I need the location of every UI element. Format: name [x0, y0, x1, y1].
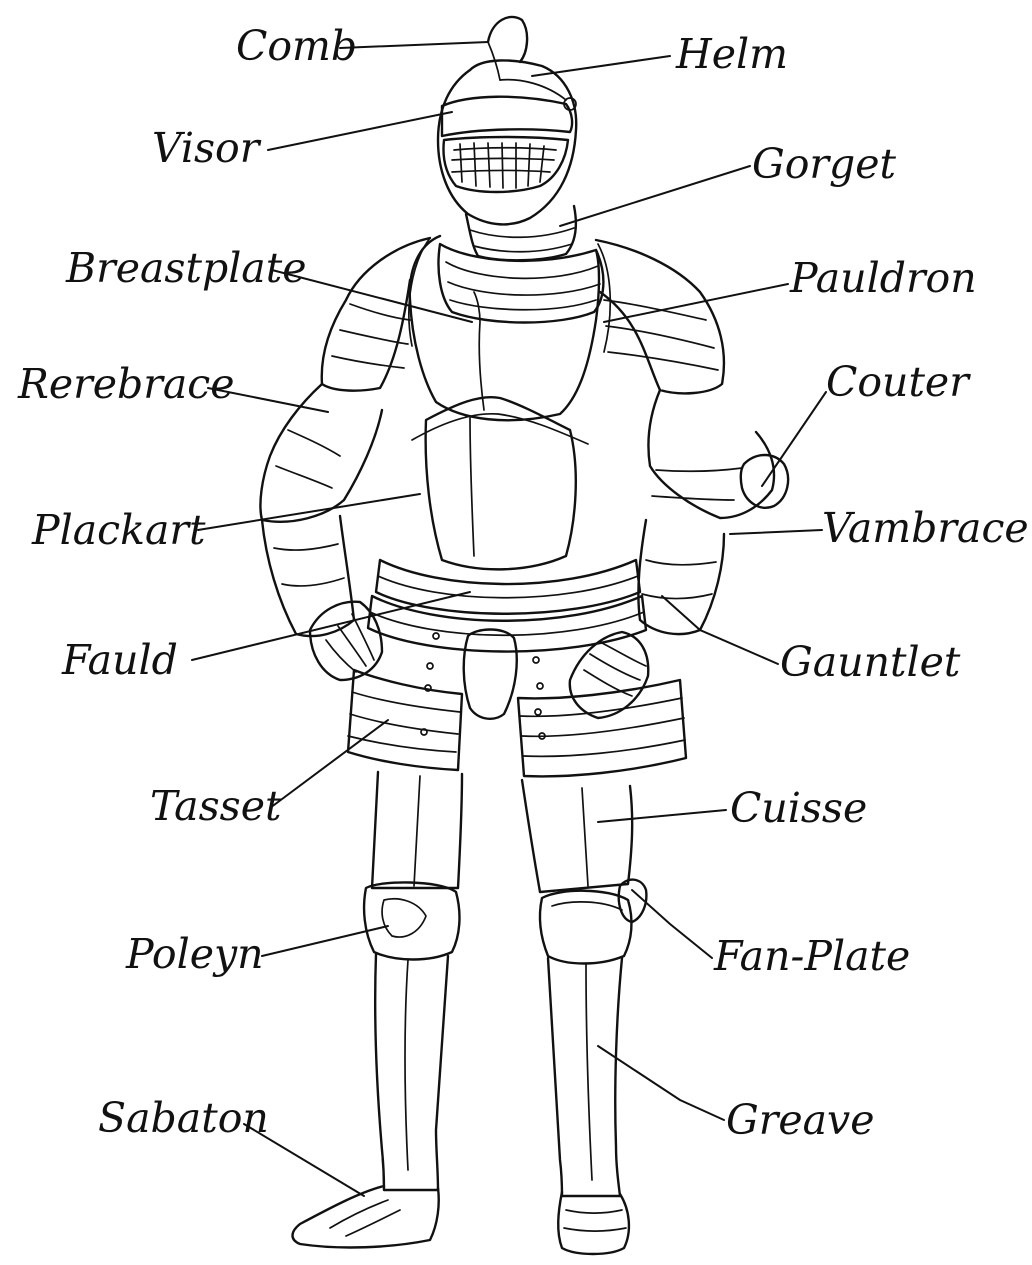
leader-couter [762, 392, 826, 486]
leader-comb [340, 42, 488, 48]
label-breastplate: Breastplate [65, 244, 307, 292]
leader-vambrace [730, 530, 822, 534]
label-couter: Couter [826, 358, 971, 406]
label-fan-plate: Fan-Plate [713, 932, 910, 980]
leader-cuisse [598, 810, 726, 822]
leader-visor [268, 112, 452, 150]
gorget-drawing [439, 206, 604, 323]
label-comb: Comb [236, 22, 357, 70]
leader-fan-plate [632, 890, 712, 958]
label-vambrace: Vambrace [822, 504, 1029, 552]
leader-gorget [560, 166, 750, 226]
knight-armor-illustration [260, 17, 788, 1254]
label-visor: Visor [152, 124, 262, 172]
leg-drawing [293, 772, 647, 1254]
leader-lines [192, 42, 826, 1196]
label-gauntlet: Gauntlet [780, 638, 961, 686]
label-rerebrace: Rerebrace [17, 360, 235, 408]
label-tasset: Tasset [150, 782, 282, 830]
label-plackart: Plackart [31, 506, 206, 554]
label-cuisse: Cuisse [730, 784, 867, 832]
label-fauld: Fauld [61, 636, 178, 684]
leader-fauld [192, 592, 470, 660]
leader-pauldron [604, 284, 788, 322]
label-pauldron: Pauldron [789, 254, 977, 302]
helm-drawing [438, 17, 576, 224]
label-sabaton: Sabaton [98, 1094, 269, 1142]
leader-gauntlet [662, 596, 778, 664]
label-gorget: Gorget [752, 140, 897, 188]
leader-tasset [270, 720, 388, 808]
right-arm-drawing [570, 240, 788, 718]
breastplate-drawing [368, 236, 646, 719]
label-poleyn: Poleyn [125, 930, 264, 978]
label-helm: Helm [675, 30, 788, 78]
label-greave: Greave [726, 1096, 875, 1144]
leader-plackart [198, 494, 420, 530]
leader-helm [532, 56, 670, 76]
